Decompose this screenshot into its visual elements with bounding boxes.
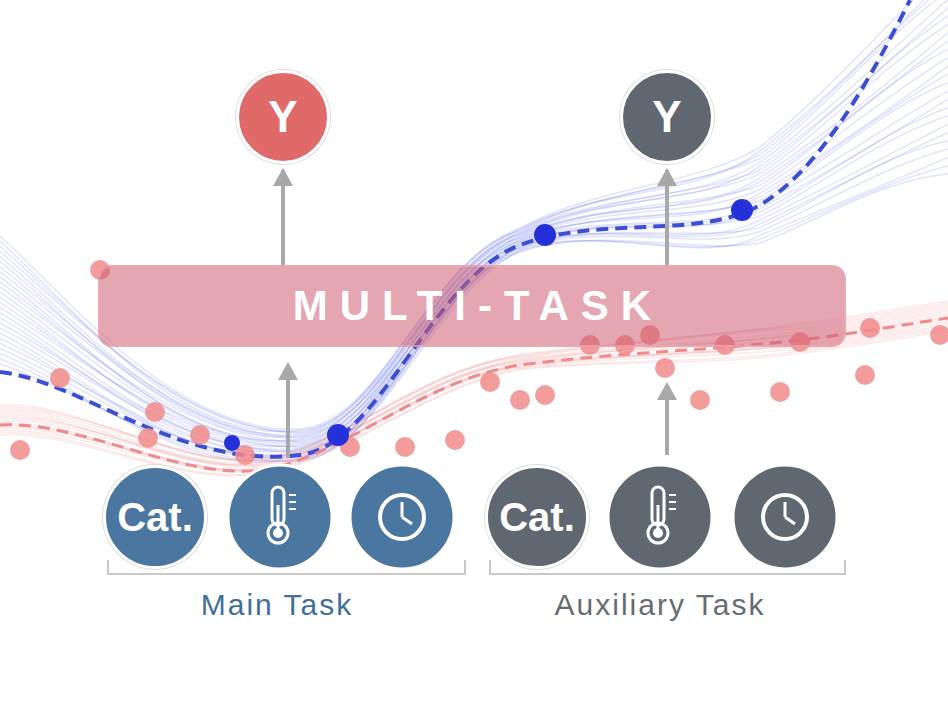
sample-strand [0, 74, 948, 446]
sample-strand [0, 66, 948, 447]
sample-strand [0, 157, 948, 462]
data-point [535, 385, 555, 405]
data-point [190, 425, 210, 445]
clock-icon [733, 465, 837, 569]
sample-strand [0, 91, 948, 450]
node-text: Cat. [117, 495, 193, 540]
sample-strand [0, 99, 948, 452]
flow-arrow [281, 170, 285, 265]
sample-strand [0, 82, 948, 446]
data-point [138, 428, 158, 448]
data-point [480, 372, 500, 392]
data-point [930, 325, 948, 345]
data-point [510, 390, 530, 410]
thermometer-icon [228, 465, 332, 569]
arrow-head [278, 362, 298, 380]
input-arrow [286, 378, 290, 458]
sample-strand [0, 0, 948, 429]
sample-strand [0, 107, 948, 451]
sample-strand [0, 116, 948, 452]
blue-samples [0, 0, 948, 462]
data-point [770, 382, 790, 402]
sample-strand [0, 141, 948, 456]
group-label: Auxiliary Task [555, 588, 766, 622]
output-circle: Y [620, 70, 714, 164]
input-arrow [665, 398, 669, 455]
sample-strand [0, 132, 948, 456]
clock-icon [350, 465, 454, 569]
data-point [10, 440, 30, 460]
input-circle: Cat. [485, 465, 589, 569]
sample-strand [0, 174, 948, 461]
data-point [860, 318, 880, 338]
data-point [145, 402, 165, 422]
sample-strand [0, 124, 948, 456]
data-point [395, 437, 415, 457]
sample-strand [0, 16, 948, 437]
node-text: Y [268, 92, 297, 142]
node-text: Y [652, 92, 681, 142]
data-point [655, 358, 675, 378]
group-label: Main Task [201, 588, 354, 622]
arrow-head [657, 382, 677, 400]
blue-mean-curve [0, 0, 910, 457]
data-point [50, 368, 70, 388]
input-circle: Cat. [103, 465, 207, 569]
sample-strand [0, 329, 948, 475]
thermometer-icon [608, 465, 712, 569]
sample-strand [0, 331, 948, 476]
multitask-band: MULTI-TASK [98, 265, 846, 347]
sample-strand [0, 149, 948, 458]
node-text: Cat. [499, 495, 575, 540]
node-text: MULTI-TASK [293, 282, 663, 330]
sample-strand [0, 58, 948, 444]
data-point [855, 365, 875, 385]
sample-strand [0, 327, 948, 472]
data-point [445, 430, 465, 450]
red-points [10, 260, 948, 465]
output-circle: Y [236, 70, 330, 164]
flow-arrow [665, 170, 669, 265]
sample-strand [0, 33, 948, 441]
data-point [690, 390, 710, 410]
sample-strand [0, 166, 948, 462]
